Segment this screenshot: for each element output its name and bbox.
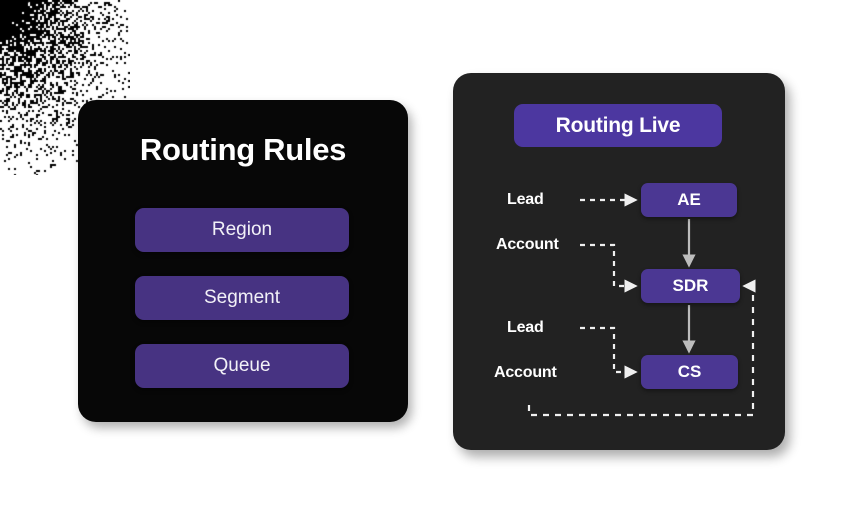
flow-node-ae[interactable]: AE — [641, 183, 737, 217]
flow-source-label-account-top: Account — [496, 236, 559, 253]
status-badge-label: Routing Live — [555, 113, 681, 137]
flow-node-label: SDR — [672, 276, 709, 295]
rule-chip-region[interactable]: Region — [135, 208, 349, 252]
flow-source-label-lead-bottom: Lead — [507, 319, 544, 336]
connector-feedback-loop-to-sdr — [527, 279, 756, 417]
flow-node-cs[interactable]: CS — [641, 355, 738, 389]
connector-lead-account-to-cs — [580, 326, 638, 379]
rule-chip-queue[interactable]: Queue — [135, 344, 349, 388]
page-title: Routing Rules — [139, 132, 347, 167]
connector-account-to-sdr — [580, 243, 638, 293]
rule-chip-label: Segment — [203, 287, 281, 308]
rule-chip-label: Region — [211, 219, 273, 240]
flow-source-label-lead-top: Lead — [507, 191, 544, 208]
flow-connectors — [527, 193, 756, 417]
routing-rules-card: Routing Rules Region Segment Queue — [78, 100, 408, 422]
rule-chip-segment[interactable]: Segment — [135, 276, 349, 320]
flow-node-sdr[interactable]: SDR — [641, 269, 740, 303]
flow-node-label: CS — [677, 362, 702, 381]
flow-source-label-account-bottom: Account — [494, 364, 557, 381]
flow-node-label: AE — [677, 190, 701, 209]
rule-chip-label: Queue — [213, 355, 271, 376]
status-badge: Routing Live — [514, 104, 722, 147]
routing-live-card: Routing Live AE SDR CS Le — [453, 73, 785, 450]
